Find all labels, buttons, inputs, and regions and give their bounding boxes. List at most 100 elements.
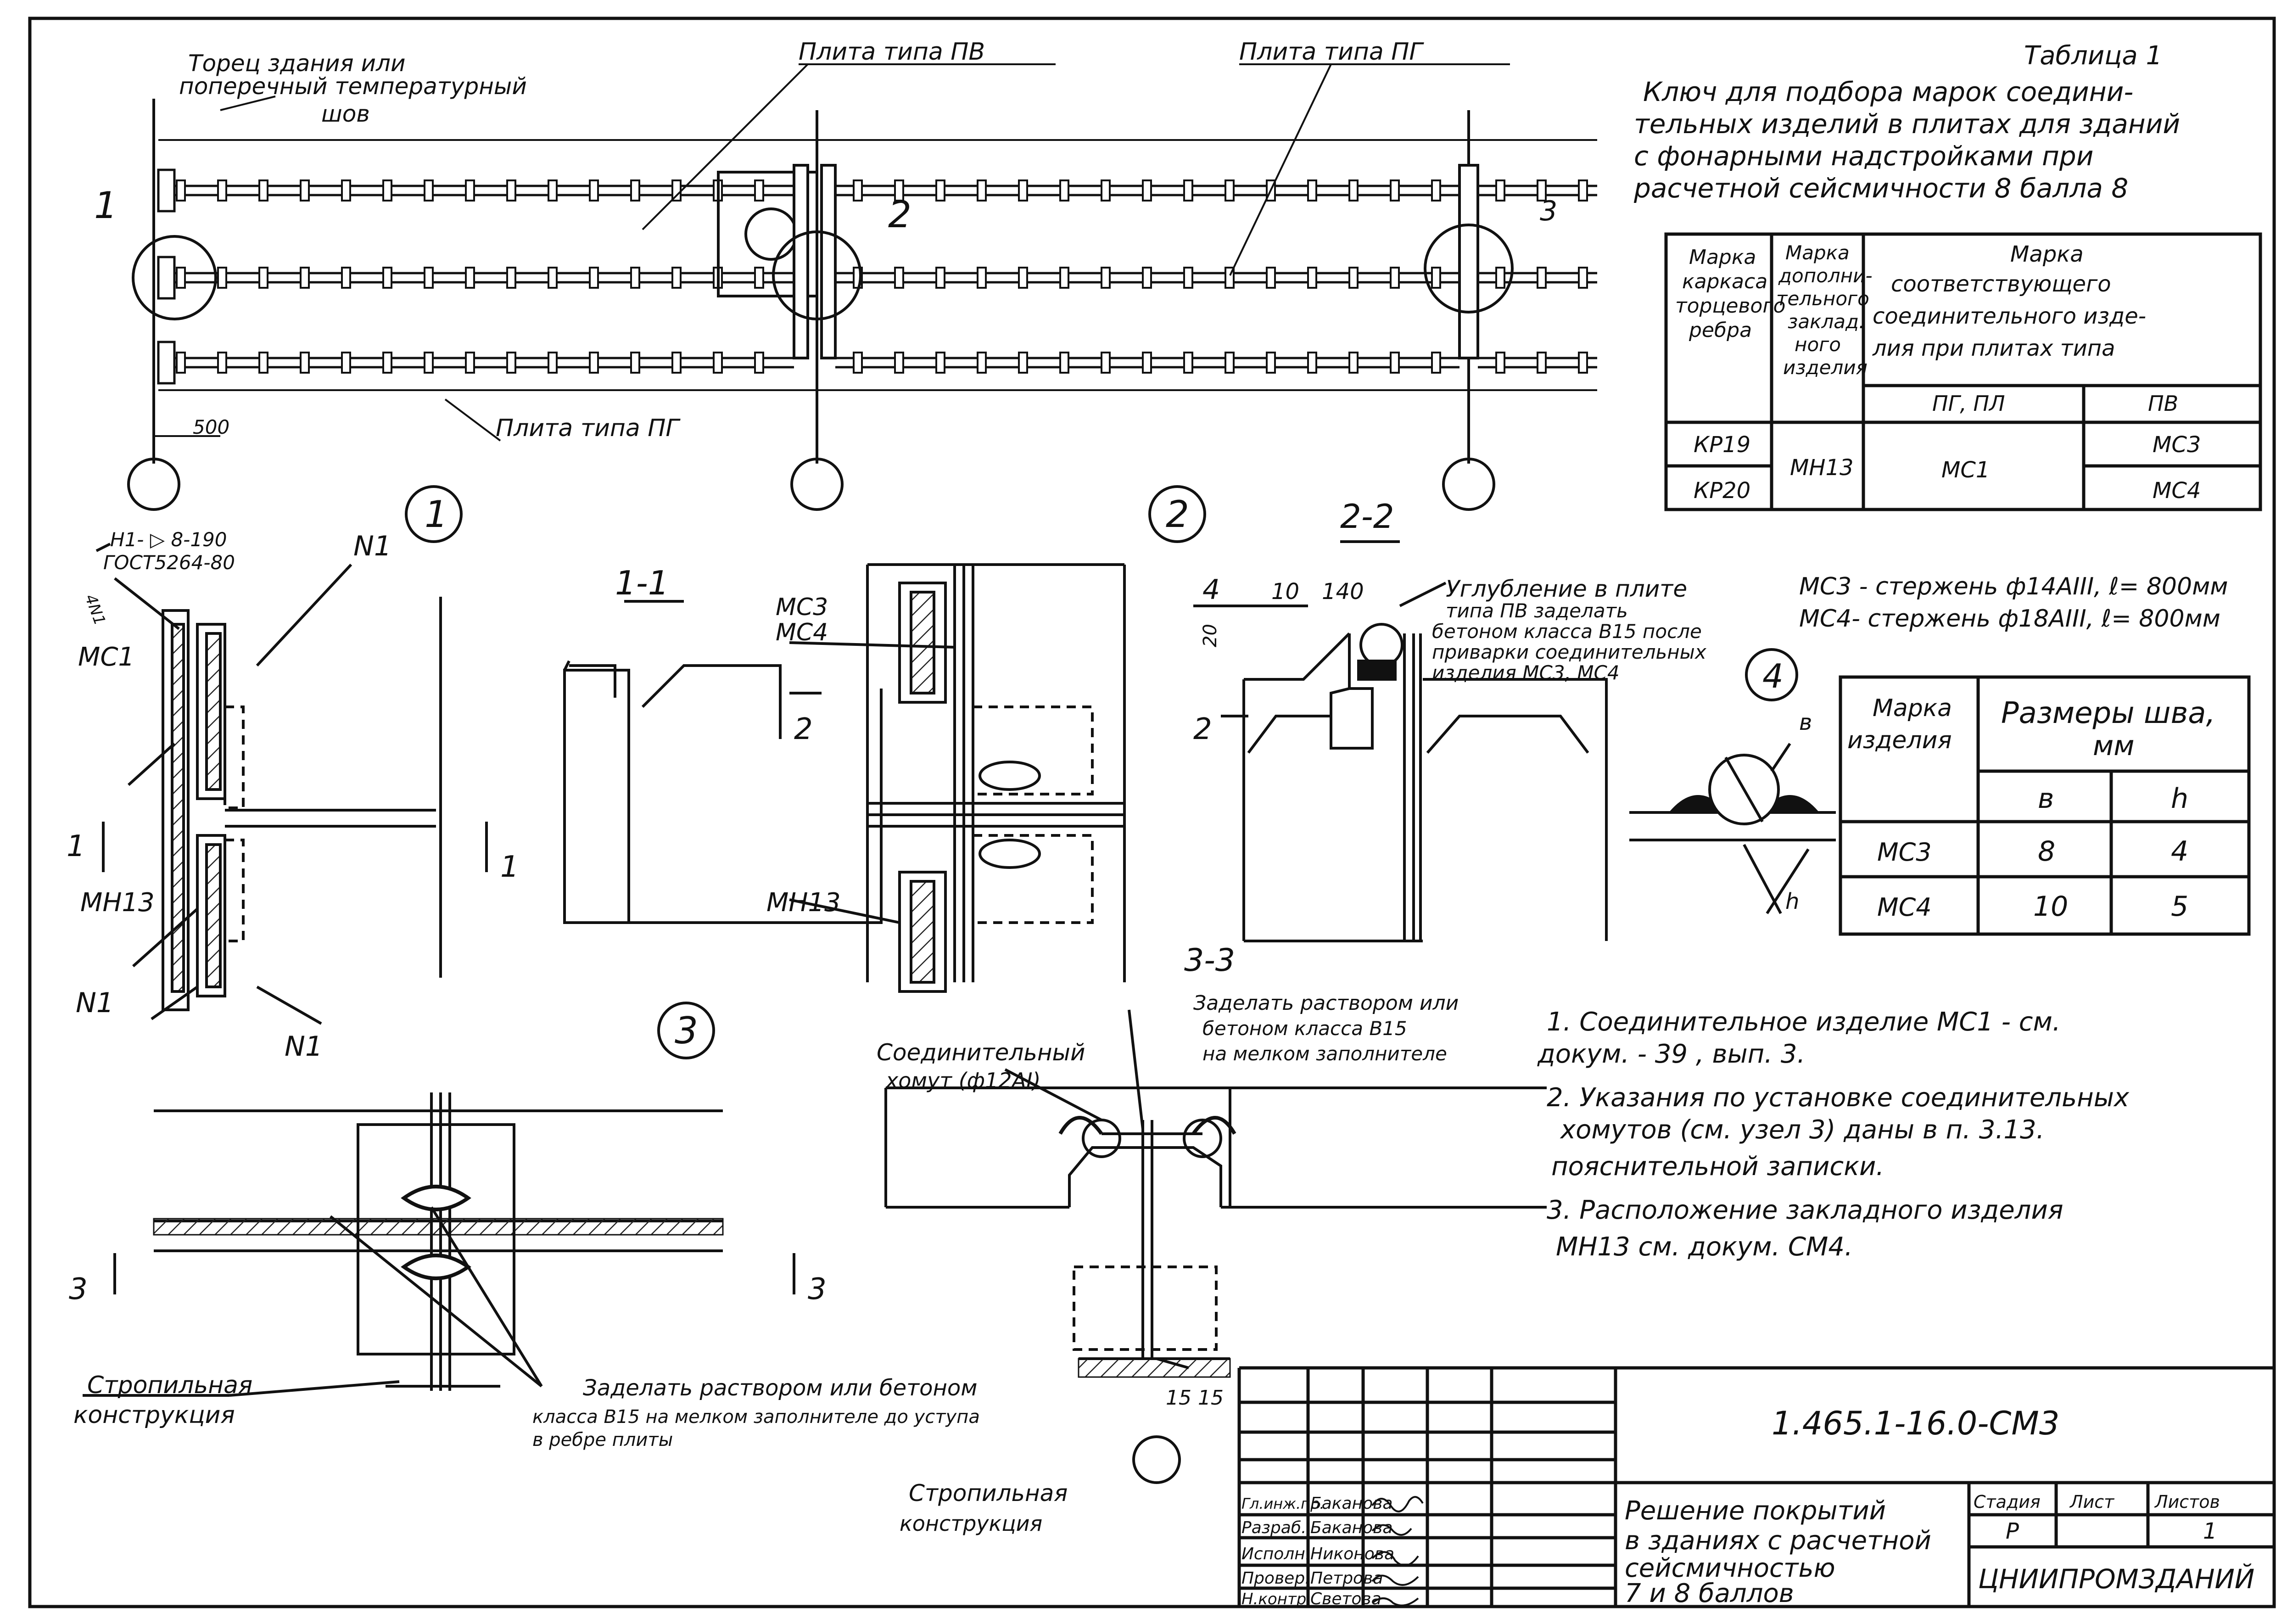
section22-note-5: изделия МС3, МС4 (1432, 661, 1620, 684)
t1-h1-1: Марка (1689, 246, 1756, 269)
node1-number: 1 (425, 493, 448, 536)
node2-mc3: МС3 (776, 594, 828, 621)
node1-cut-left: 1 (67, 829, 85, 863)
section22-dim140: 140 (1322, 579, 1364, 605)
note-line-1: 1. Соединительное изделие МС1 - см. (1547, 1007, 2061, 1037)
section33-clamp-1: Соединительный (877, 1039, 1085, 1066)
tb-title-3: сейсмичностью (1625, 1553, 1835, 1583)
tb-sheet-header: Лист (2069, 1492, 2115, 1512)
node3-fill-note-2: класса В15 на мелком заполнителе до усту… (532, 1406, 980, 1428)
tb-name-2: Баканова (1310, 1518, 1392, 1537)
section11-title: 1-1 (615, 564, 669, 602)
node3-cut-right: 3 (808, 1272, 827, 1306)
t1-h1-4: ребра (1689, 319, 1752, 342)
rod-note-2: МС4- стержень ф18АIII, ℓ= 800мм (1799, 605, 2220, 633)
wt-row2-h: 5 (2171, 890, 2188, 923)
plan-callout-3: 3 (1540, 195, 1557, 227)
node1-mc1: МС1 (78, 642, 134, 672)
section22-note-4: приварки соединительных (1432, 641, 1707, 663)
tb-name-5: Светова (1310, 1590, 1381, 1608)
node1-mn13: МН13 (80, 888, 155, 918)
tb-name-1: Баканова (1310, 1494, 1392, 1513)
plan-label-pv: Плита типа ПВ (799, 38, 985, 66)
node4-number: 4 (1762, 657, 1784, 695)
node3-fill-note-1: Заделать раствором или бетоном (583, 1375, 977, 1401)
node3-number: 3 (675, 1009, 698, 1052)
wt-row2-b: 10 (2033, 890, 2068, 923)
tb-role-4: Провер. (1241, 1569, 1310, 1588)
tb-stage-header: Стадия (1974, 1492, 2041, 1512)
table1-caption-3: с фонарными надстройками при (1634, 140, 2093, 172)
plan-label-end-3: шов (321, 101, 370, 127)
section22-note-2: типа ПВ заделать (1446, 599, 1628, 622)
t1-h3-3: соединительного изде- (1873, 303, 2146, 329)
tb-stage: Р (2006, 1518, 2019, 1544)
t1-h3-2: соответствующего (1891, 271, 2111, 297)
section33-clamp-2: хомут (ф12АI) (885, 1068, 1041, 1093)
node1-n1-bottom: N1 (285, 1030, 323, 1063)
note-line-7: МН13 см. докум. СМ4. (1556, 1232, 1853, 1262)
node2-number: 2 (1166, 493, 1189, 536)
node1-weld-note-2: ГОСТ5264-80 (103, 551, 235, 574)
t1-row2-karkas: КР20 (1694, 478, 1750, 504)
tb-role-2: Разраб. (1241, 1518, 1306, 1537)
node4-drawing (1629, 743, 1836, 914)
t1-sub-pg: ПГ, ПЛ (1932, 391, 2005, 416)
section33-axis-bubble (1132, 1435, 1181, 1484)
node3-strop-2: конструкция (73, 1401, 235, 1429)
table1-title: Таблица 1 (2024, 41, 2162, 71)
section22-title: 2-2 (1340, 497, 1394, 536)
section33-strop-2: конструкция (900, 1511, 1042, 1536)
tb-sheets: 1 (2203, 1518, 2217, 1544)
table1-caption-2: тельных изделий в плитах для зданий (1634, 108, 2180, 140)
node3-strop-1: Стропильная (87, 1372, 252, 1399)
t1-h1-3: торцевого (1675, 294, 1785, 318)
node3-cut-left: 3 (69, 1272, 88, 1306)
node4-h: h (1785, 889, 1799, 914)
wt-h-marka-1: Марка (1873, 694, 1952, 722)
wt-row1-mark: МС3 (1877, 838, 1932, 867)
section11-cut2: 2 (794, 712, 813, 746)
t1-sub-pv: ПВ (2148, 391, 2178, 416)
t1-merged-pg: МС1 (1941, 457, 1990, 483)
wt-row1-h: 4 (2171, 835, 2188, 868)
section33-title: 3-3 (1184, 942, 1235, 979)
plan-dim-500: 500 (193, 416, 229, 438)
wt-row2-mark: МС4 (1877, 893, 1932, 922)
section22-drawing (1193, 540, 1798, 942)
section33-dims: 15 15 (1166, 1386, 1224, 1410)
plan-callout-1: 1 (94, 184, 117, 227)
t1-row1-karkas: КР19 (1694, 432, 1750, 458)
tb-role-3: Исполн. (1241, 1545, 1310, 1563)
title-block-grid (1237, 1366, 2274, 1607)
note-line-6: 3. Расположение закладного изделия (1547, 1195, 2063, 1225)
t1-h2-1: Марка (1785, 241, 1850, 264)
t1-h3-4: лия при плитах типа (1872, 336, 2115, 361)
node3-drawing (83, 1002, 795, 1397)
t1-h2-6: изделия (1783, 356, 1868, 379)
plan-view (127, 63, 1597, 511)
tb-title-4: 7 и 8 баллов (1625, 1579, 1794, 1608)
plan-label-pg-bottom: Плита типа ПГ (496, 414, 681, 442)
section22-dim4: 4 (1202, 574, 1220, 606)
rod-note-1: МС3 - стержень ф14АIII, ℓ= 800мм (1799, 573, 2228, 600)
t1-h2-2: дополни- (1778, 264, 1873, 287)
section33-strop-1: Стропильная (909, 1480, 1068, 1506)
weld-table-grid (1839, 675, 2251, 936)
wt-h-marka-2: изделия (1847, 727, 1952, 754)
t1-merged-zakl: МН13 (1790, 455, 1854, 481)
plan-label-end-2: поперечный температурный (179, 73, 527, 100)
plan-label-end-1: Торец здания или (188, 50, 405, 77)
tb-name-4: Петрова (1310, 1569, 1383, 1588)
node1-small-4n1: 4N1 (81, 592, 109, 627)
node1-drawing (95, 485, 488, 1025)
tb-name-3: Никонова (1310, 1545, 1394, 1563)
t1-h3-1: Марка (2010, 241, 2084, 267)
section22-note-3: бетоном класса В15 после (1432, 620, 1702, 643)
note-line-4: хомутов (см. узел 3) даны в п. 3.13. (1560, 1115, 2044, 1145)
wt-h-size-2: мм (2093, 730, 2135, 762)
note-line-5: пояснительной записки. (1551, 1152, 1884, 1182)
node2-drawing (789, 485, 1206, 993)
tb-signatures (1371, 1496, 1424, 1607)
